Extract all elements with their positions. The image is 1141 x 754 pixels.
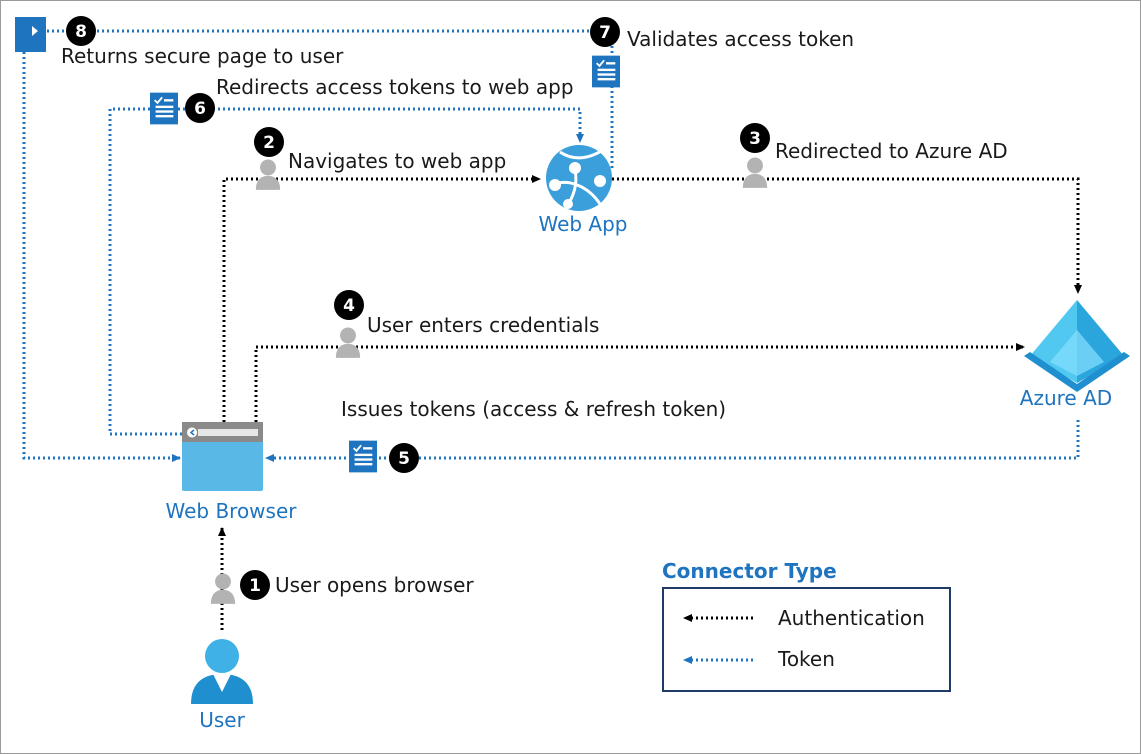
user-label: User [199, 708, 245, 732]
token-icon-step-5 [349, 440, 377, 473]
step-badge-7: 7 [590, 17, 620, 47]
user-node: User [191, 639, 253, 732]
web-app-globe-icon [546, 145, 612, 211]
svg-text:3: 3 [749, 129, 761, 149]
svg-text:7: 7 [599, 23, 611, 43]
svg-text:8: 8 [75, 22, 87, 42]
step-badge-4: 4 [334, 290, 364, 320]
step-label-2: Navigates to web app [288, 149, 506, 173]
connector-step-6 [108, 107, 584, 436]
legend-item-token: Token [683, 647, 835, 671]
legend-label-token: Token [777, 647, 835, 671]
azure-ad-label: Azure AD [1020, 386, 1112, 410]
web-browser-node: Web Browser [165, 422, 297, 523]
legend-box [662, 587, 951, 692]
user-icon [191, 639, 253, 704]
step-badge-6: 6 [185, 93, 215, 123]
legend-label-authentication: Authentication [778, 606, 925, 630]
return-page-icon [15, 17, 46, 52]
web-browser-label: Web Browser [165, 499, 297, 523]
connector-step-4 [254, 343, 1025, 422]
token-icon-step-6 [150, 92, 178, 125]
step-label-4: User enters credentials [367, 313, 599, 337]
browser-icon [182, 422, 263, 491]
svg-text:1: 1 [249, 576, 261, 596]
web-app-node: Web App [538, 145, 628, 236]
legend: Connector Type Authentication Token [662, 559, 951, 692]
web-app-label: Web App [538, 212, 627, 236]
step-label-7: Validates access token [627, 27, 854, 51]
svg-text:6: 6 [194, 99, 206, 119]
step-label-5: Issues tokens (access & refresh token) [341, 397, 726, 421]
connector-step-2 [222, 175, 541, 422]
step-label-3: Redirected to Azure AD [775, 139, 1008, 163]
step-badge-1: 1 [240, 570, 270, 600]
step-badge-5: 5 [389, 443, 419, 473]
step-badge-8: 8 [66, 16, 96, 46]
connector-step-3 [612, 177, 1082, 294]
token-icon-step-7 [592, 55, 620, 88]
step-badge-2: 2 [254, 127, 284, 157]
svg-text:4: 4 [343, 296, 355, 316]
azure-ad-node: Azure AD [1020, 300, 1130, 410]
step-label-8: Returns secure page to user [61, 44, 344, 68]
legend-title: Connector Type [662, 559, 837, 583]
step-label-6: Redirects access tokens to web app [216, 75, 574, 99]
connector-step-8 [22, 52, 181, 462]
svg-text:5: 5 [398, 449, 410, 469]
azure-ad-pyramid-icon [1024, 300, 1130, 392]
step-label-1: User opens browser [275, 573, 474, 597]
svg-text:2: 2 [263, 133, 275, 153]
legend-item-authentication: Authentication [683, 606, 925, 630]
step-badge-3: 3 [740, 123, 770, 153]
